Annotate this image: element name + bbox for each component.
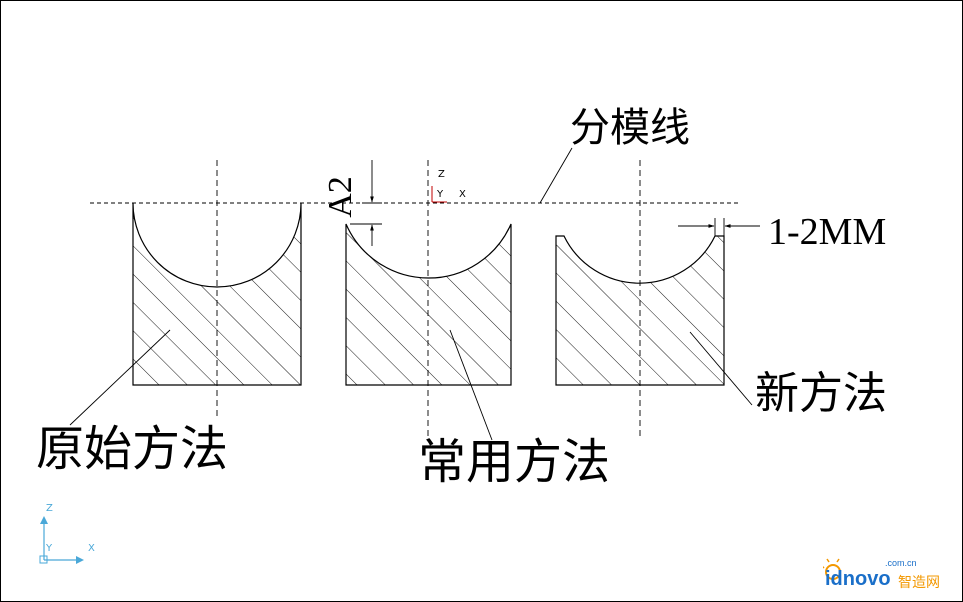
corner-y-label: Y [46, 543, 53, 554]
corner-z-arrow-icon [40, 516, 48, 524]
corner-x-label: X [88, 543, 95, 554]
leader-parting-line [539, 147, 573, 204]
original-method-label: 原始方法 [36, 421, 229, 477]
dimension-gap-label: 1-2MM [768, 211, 887, 253]
leader-original [69, 329, 171, 426]
new-method-label: 新方法 [755, 368, 887, 419]
watermark-lightbulb-icon [823, 558, 841, 580]
watermark-domain: .com.cn [885, 558, 917, 568]
corner-z-label: Z [46, 503, 53, 514]
origin-y-label: Y [437, 189, 444, 200]
origin-z-label: Z [438, 169, 445, 180]
watermark-logo: .com.cn idnovo 智造网 [823, 558, 953, 594]
origin-x-label: X [459, 189, 466, 200]
leader-new [689, 331, 753, 406]
parting-line-label: 分模线 [570, 105, 690, 151]
watermark-chinese: 智造网 [898, 575, 940, 591]
block-common [345, 223, 512, 386]
leader-common [449, 329, 493, 441]
corner-origin-square [39, 555, 48, 564]
corner-x-arrow-icon [76, 556, 84, 564]
block-original [132, 202, 302, 386]
common-method-label: 常用方法 [418, 434, 611, 490]
block-new [555, 235, 725, 386]
watermark-brand: idnovo [825, 568, 891, 590]
dimension-a2-label: A2 [321, 176, 359, 218]
